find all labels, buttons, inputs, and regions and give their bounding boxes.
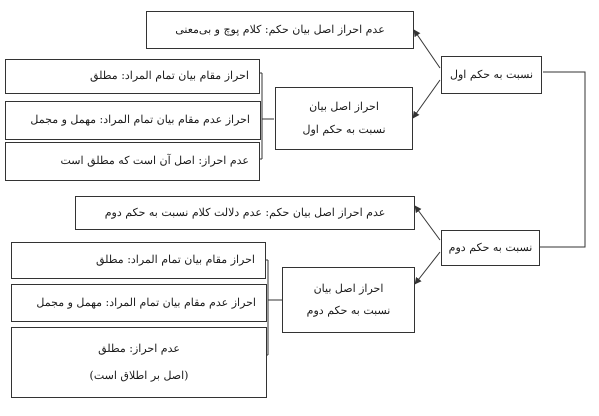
first-leaf-3: عدم احراز: اصل آن است که مطلق است [5, 142, 260, 181]
second-leaf-2-text: احراز عدم مقام بیان تمام المراد: مهمل و … [36, 295, 256, 309]
arrow-second-to-principle [414, 251, 441, 285]
second-principle-line-2: نسبت به حکم دوم [306, 304, 391, 317]
first-root-text: نسبت به حکم اول [450, 67, 533, 81]
root-link-line [540, 71, 586, 248]
first-leaf-1-text: احراز مقام بیان تمام المراد: مطلق [89, 69, 249, 83]
second-root-text: نسبت به حکم دوم [448, 240, 533, 254]
second-leaf-3-line-1: عدم احراز: مطلق [98, 342, 180, 355]
second-no-principle-text: عدم احراز اصل بیان حکم: عدم دلالت کلام ن… [104, 205, 386, 219]
first-leaf-2: احراز عدم مقام بیان تمام المراد: مهمل و … [5, 101, 261, 140]
arrow-first-to-principle [412, 79, 441, 119]
arrow-first-to-no-principle [413, 29, 441, 69]
second-root-box: نسبت به حکم دوم [441, 230, 540, 266]
arrow-second-to-no-principle [414, 205, 441, 241]
first-no-principle-text: عدم احراز اصل بیان حکم: کلام پوچ و بی‌مع… [175, 22, 385, 36]
second-principle-line-1: احراز اصل بیان [313, 281, 384, 295]
second-no-principle-box: عدم احراز اصل بیان حکم: عدم دلالت کلام ن… [75, 196, 415, 230]
second-leaf-1: احراز مقام بیان تمام المراد: مطلق [11, 242, 266, 279]
first-principle-line-1: احراز اصل بیان [309, 100, 379, 113]
first-leaf-1: احراز مقام بیان تمام المراد: مطلق [5, 59, 260, 94]
first-root-box: نسبت به حکم اول [441, 56, 542, 94]
second-principle-box: احراز اصل بیان نسبت به حکم دوم [282, 267, 415, 333]
first-principle-box: احراز اصل بیان نسبت به حکم اول [275, 87, 413, 150]
second-leaf-3: عدم احراز: مطلق (اصل بر اطلاق است) [11, 327, 267, 398]
first-no-principle-box: عدم احراز اصل بیان حکم: کلام پوچ و بی‌مع… [146, 11, 414, 49]
second-leaf-3-line-2: (اصل بر اطلاق است) [89, 368, 189, 382]
first-leaf-2-text: احراز عدم مقام بیان تمام المراد: مهمل و … [30, 113, 250, 127]
first-principle-line-2: نسبت به حکم اول [302, 122, 386, 136]
first-leaf-3-text: عدم احراز: اصل آن است که مطلق است [60, 154, 250, 168]
second-leaf-2: احراز عدم مقام بیان تمام المراد: مهمل و … [11, 284, 267, 322]
second-leaf-1-text: احراز مقام بیان تمام المراد: مطلق [95, 253, 255, 267]
